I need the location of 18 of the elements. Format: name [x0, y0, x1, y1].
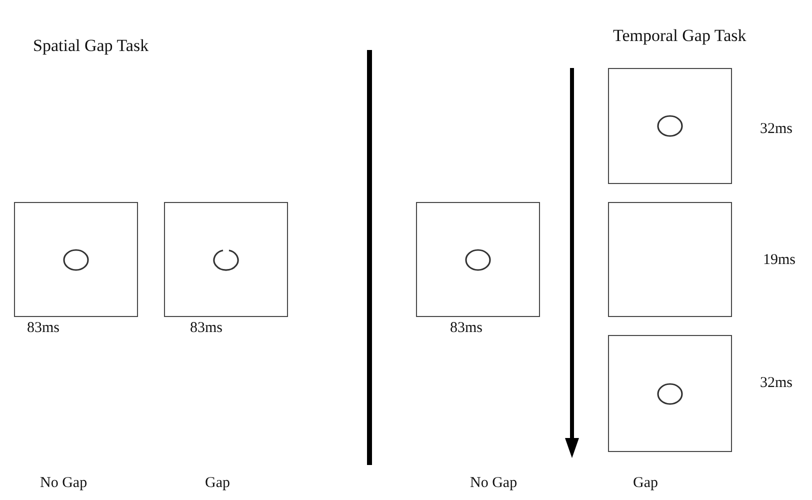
- duration-label: 32ms: [760, 121, 793, 138]
- condition-label: No Gap: [40, 475, 88, 492]
- stimulus-frame: [608, 335, 732, 452]
- condition-label: Gap: [205, 475, 230, 492]
- condition-label: No Gap: [470, 475, 518, 492]
- condition-label: Gap: [633, 475, 658, 492]
- stimulus-frame: [608, 202, 732, 317]
- panel-heading: Spatial Gap Task: [33, 36, 149, 56]
- duration-label: 19ms: [763, 252, 796, 269]
- stimulus-frame: [164, 202, 288, 317]
- panel-heading: Temporal Gap Task: [613, 26, 746, 46]
- duration-label: 83ms: [190, 320, 223, 337]
- stimulus-frame: [416, 202, 540, 317]
- duration-label: 83ms: [450, 320, 483, 337]
- duration-label: 32ms: [760, 375, 793, 392]
- duration-label: 83ms: [27, 320, 60, 337]
- stimulus-frame: [608, 68, 732, 184]
- stimulus-frame: [14, 202, 138, 317]
